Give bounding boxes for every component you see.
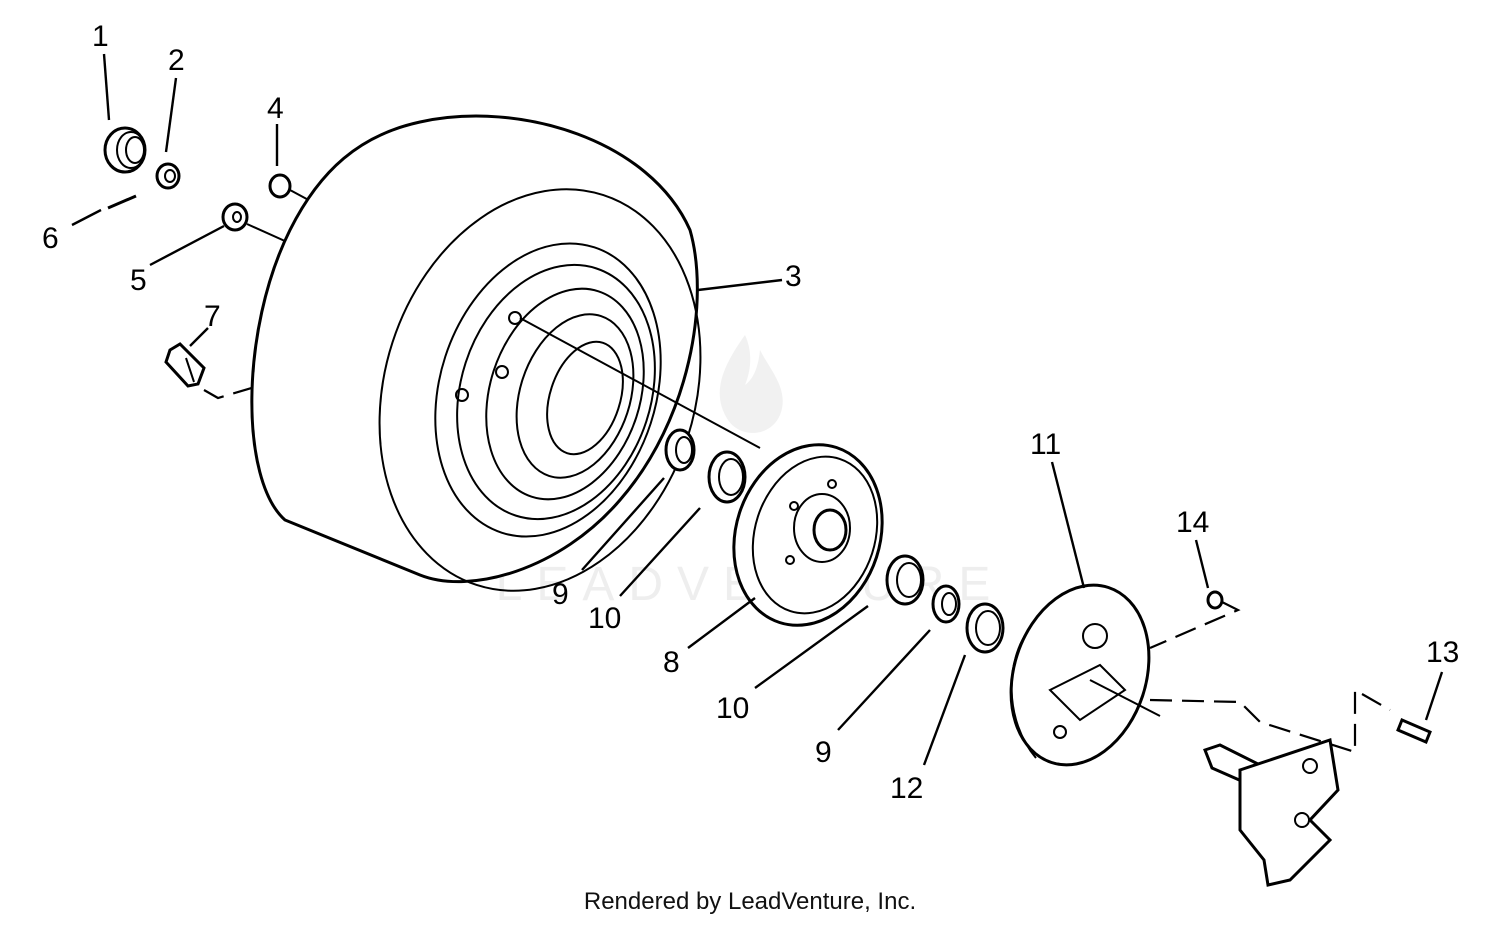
callout-5: 5	[130, 264, 147, 297]
part-1-hub-cap	[103, 126, 147, 174]
part-8-brake-drum	[732, 443, 884, 627]
callout-12: 12	[890, 772, 923, 805]
footer-credit: Rendered by LeadVenture, Inc.	[583, 888, 917, 915]
part-13-bolt	[1396, 718, 1432, 744]
part-6-cotter-pin	[107, 194, 137, 210]
callout-9a: 9	[552, 578, 569, 611]
callout-4: 4	[267, 92, 284, 125]
callout-2: 2	[168, 44, 185, 77]
callout-9b: 9	[815, 736, 832, 769]
callout-14: 14	[1176, 506, 1209, 539]
part-2-nut	[155, 162, 181, 190]
part-9-bearing-outer	[931, 584, 961, 624]
callout-10a: 10	[588, 602, 621, 635]
spindle-bracket	[1149, 688, 1391, 887]
callout-1: 1	[92, 20, 109, 53]
callout-3: 3	[785, 260, 802, 293]
callout-13: 13	[1426, 636, 1459, 669]
callouts: 1 2 3 4 5 6 7 8 9 9 10 10 11 12 13 14	[42, 20, 1459, 805]
part-14-grease-fitting	[1149, 590, 1241, 650]
callout-7: 7	[204, 300, 221, 333]
part-10-race-inner	[707, 450, 747, 504]
part-3-tire-and-rim	[250, 114, 761, 592]
callout-6: 6	[42, 222, 59, 255]
callout-11: 11	[1030, 428, 1061, 461]
part-11-brake-plate	[1009, 583, 1161, 767]
callout-8: 8	[663, 646, 680, 679]
callout-10b: 10	[716, 692, 749, 725]
part-10-race-outer	[885, 554, 925, 606]
part-12-seal	[965, 602, 1005, 654]
leader-lines	[71, 53, 1444, 766]
part-9-bearing-inner	[664, 428, 696, 472]
